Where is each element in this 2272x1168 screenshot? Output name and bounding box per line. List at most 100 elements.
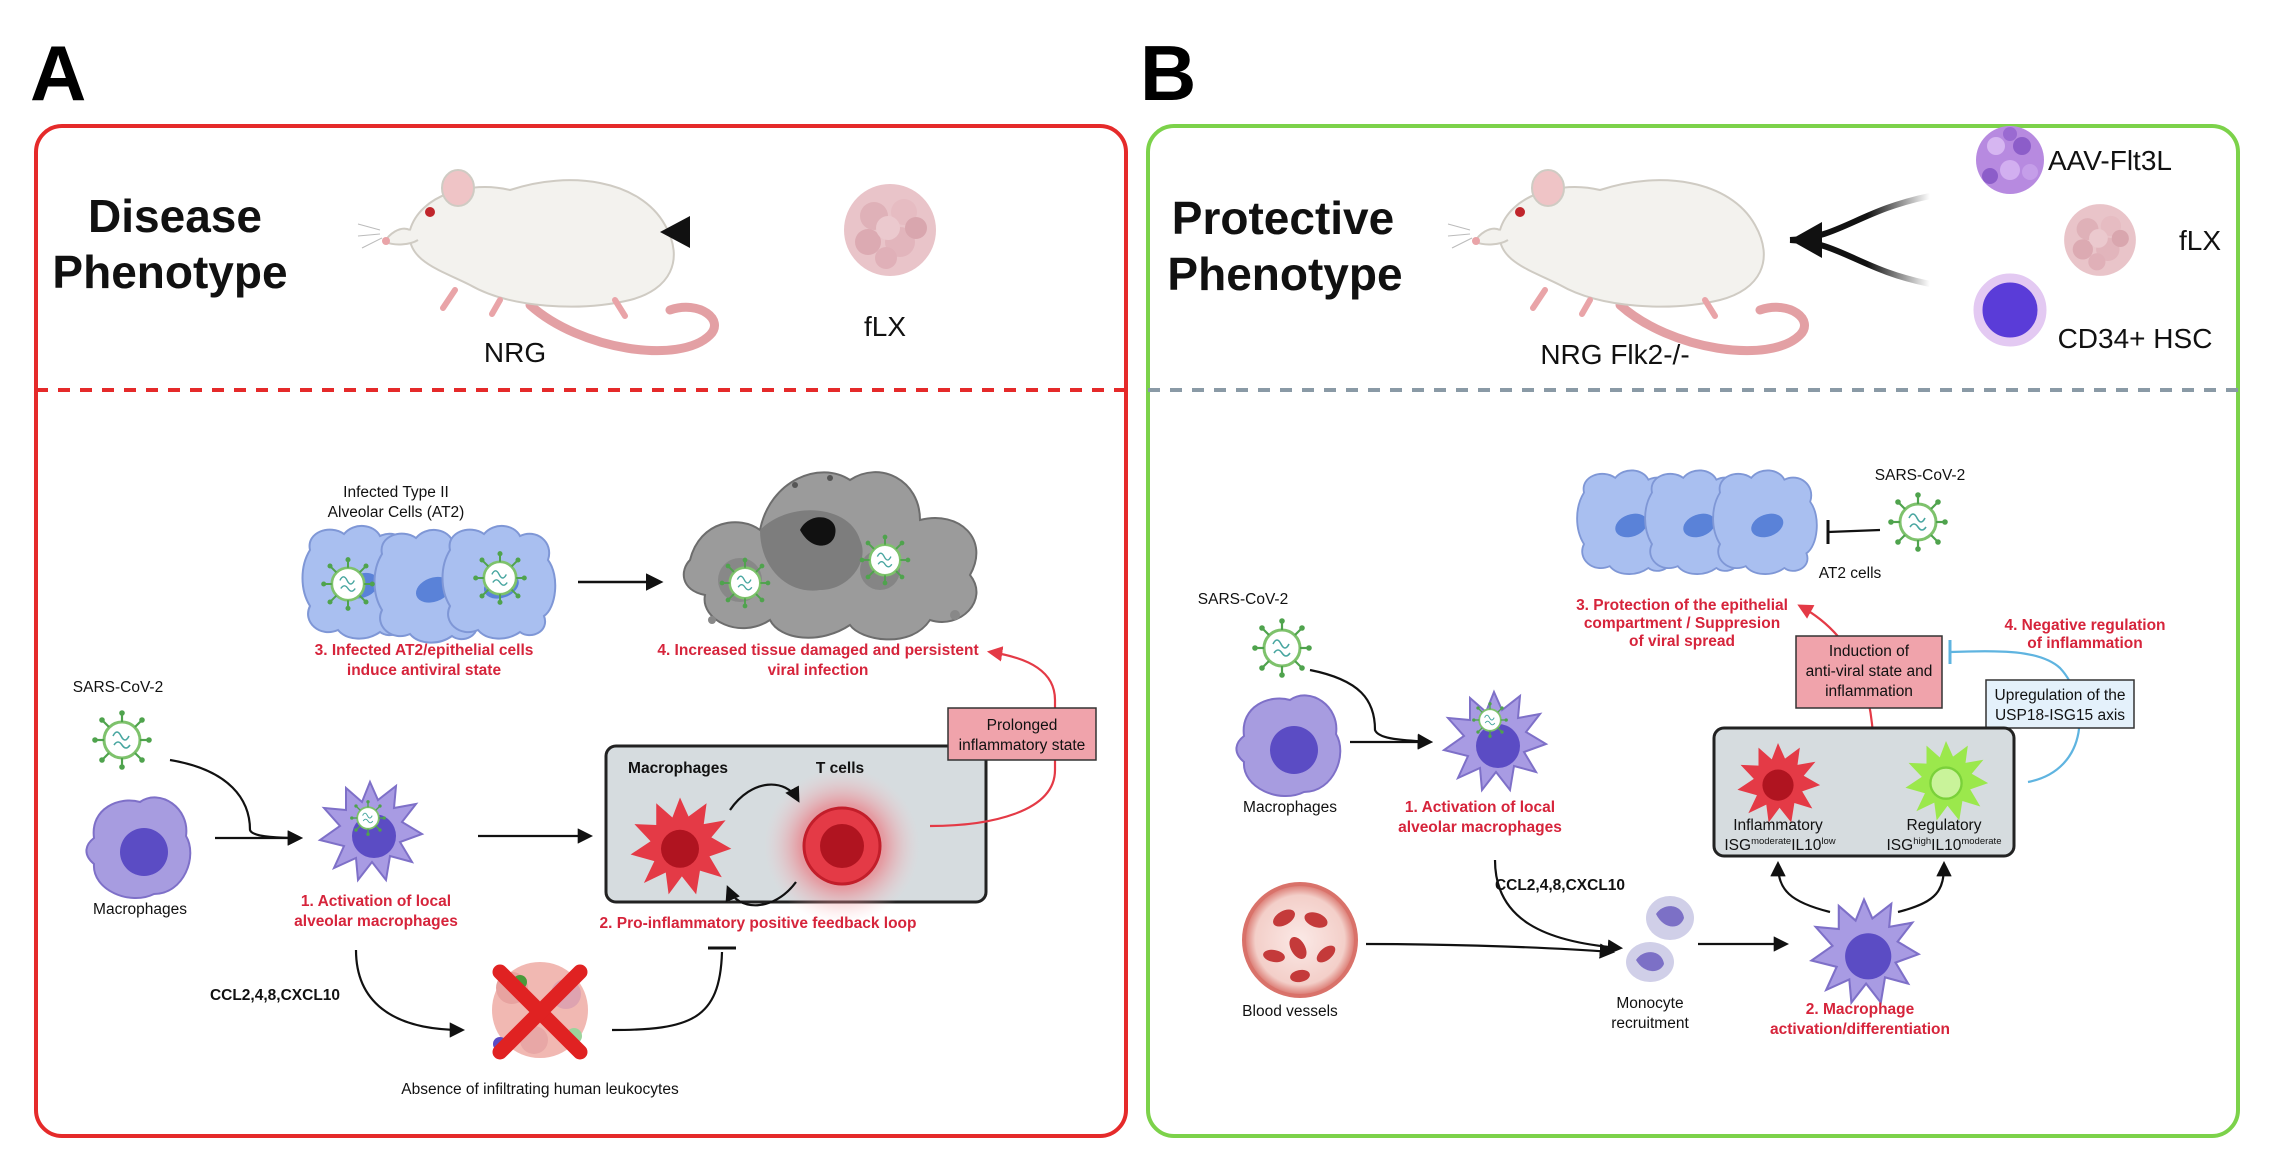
at2-label-line1: Infected Type II <box>343 484 449 501</box>
engulfed-virus-icon-a <box>349 799 387 837</box>
virus-label-a: SARS-CoV-2 <box>73 679 163 696</box>
mouse-nrg-label: NRG <box>484 337 546 368</box>
step3-line1-a: 3. Infected AT2/epithelial cells <box>315 642 534 659</box>
graft-arrowhead-a <box>660 216 690 248</box>
absence-label: Absence of infiltrating human leukocytes <box>401 1081 679 1098</box>
macrophages-label-b: Macrophages <box>1243 799 1337 816</box>
step4-line2-a: viral infection <box>768 662 869 679</box>
negative-regulation-line <box>1949 650 2081 784</box>
chemokines-a: CCL2,4,8,CXCL10 <box>210 987 340 1004</box>
step3-line2-b: compartment / Suppresion <box>1584 615 1780 632</box>
flx-tissue-icon-b <box>2064 204 2136 276</box>
monocyte-label-line1: Monocyte <box>1616 995 1683 1012</box>
arrow-chemokine-recruitment-b <box>1493 859 1624 955</box>
prolonged-state-box <box>947 707 1097 761</box>
step4-line1-b: 4. Negative regulation <box>2004 617 2165 634</box>
panel-a-letter: A <box>30 29 86 117</box>
arrow-blood-to-monocyte <box>1365 942 1616 959</box>
prolonged-line1: Prolonged <box>987 717 1058 734</box>
panel-b: B Protective Phenotype NRG Flk2-/- AAV-F… <box>1140 29 2240 1138</box>
prolonged-line2: inflammatory state <box>959 737 1086 754</box>
flx-label-a: fLX <box>864 311 906 342</box>
sars-cov-2-icon-b-top <box>1886 490 1950 554</box>
step1-line2-b: alveolar macrophages <box>1398 819 1562 836</box>
red-blood-cells <box>1263 909 1336 983</box>
upreg-line1: Upregulation of the <box>1995 687 2126 704</box>
chemokines-b: CCL2,4,8,CXCL10 <box>1495 877 1625 894</box>
macrophage-icon-a <box>85 796 192 900</box>
mouse-nrg-flk2-icon <box>1448 170 1804 351</box>
step4-line2-b: of inflammation <box>2027 635 2142 652</box>
arrow-chemokine-recruitment-a <box>354 949 466 1038</box>
activated-macrophage-icon-a <box>319 781 423 881</box>
monocyte-label-line2: recruitment <box>1611 1015 1689 1032</box>
panel-b-title-line1: Protective <box>1172 192 1394 244</box>
damaged-tissue-icon <box>682 471 978 641</box>
step2-a: 2. Pro-inflammatory positive feedback lo… <box>600 915 917 932</box>
virus-label-b-left: SARS-CoV-2 <box>1198 591 1288 608</box>
arrow-prolonged-to-damage <box>929 646 1057 828</box>
step4-line1-a: 4. Increased tissue damaged and persiste… <box>657 642 978 659</box>
upregulation-box <box>1985 679 2135 729</box>
upreg-line2: USP18-ISG15 axis <box>1995 707 2125 724</box>
induction-line2: anti-viral state and <box>1806 663 1933 680</box>
step2-line2-b: activation/differentiation <box>1770 1021 1950 1038</box>
step3-line3-b: of viral spread <box>1629 633 1735 650</box>
induction-line3: inflammation <box>1825 683 1913 700</box>
differentiated-macrophage-icon <box>1810 898 1920 1004</box>
arrow-to-regulatory <box>1897 860 1952 914</box>
panel-b-border <box>1146 124 2240 1138</box>
inhibition-line-virus <box>1827 528 1881 534</box>
step1-line1-a: 1. Activation of local <box>301 893 451 910</box>
mouse-nrg-icon <box>358 170 714 351</box>
activated-macrophage-icon-b <box>1443 691 1547 791</box>
blood-vessels-label: Blood vessels <box>1242 1003 1338 1020</box>
flx-label-b: fLX <box>2179 225 2221 256</box>
induction-box <box>1795 635 1943 709</box>
loop-arrow-bottom <box>725 881 797 907</box>
flx-tissue-icon <box>844 184 936 276</box>
tcell-nucleus <box>820 824 864 868</box>
monocyte-icon <box>1626 896 1694 982</box>
absent-leukocytes-icon <box>492 962 588 1060</box>
step1-line1-b: 1. Activation of local <box>1405 799 1555 816</box>
macrophage-icon-b <box>1235 694 1342 798</box>
cd34-hsc-icon <box>1973 273 2047 347</box>
at2-label-line2: Alveolar Cells (AT2) <box>328 504 465 521</box>
arrow-to-inflammatory <box>1770 860 1831 914</box>
at2-cells-b <box>1576 469 1818 575</box>
panel-a: A Disease Phenotype NRG fLX Infected Typ… <box>30 29 1128 1138</box>
panel-a-border <box>34 124 1128 1138</box>
inhibition-line-a <box>611 951 724 1032</box>
aav-flt3l-icon <box>1976 126 2044 194</box>
regulatory-markers: ISGhighIL10moderate <box>1887 836 2002 854</box>
macrophages-label-a: Macrophages <box>93 901 187 918</box>
at2-label-b: AT2 cells <box>1819 565 1882 582</box>
arrow-virus-to-macrophage-a <box>169 758 304 846</box>
mouse-nrg-flk2-label: NRG Flk2-/- <box>1540 339 1689 370</box>
inflammatory-label: Inflammatory <box>1733 817 1823 834</box>
loop-arrow-top <box>729 783 800 811</box>
step3-line1-b: 3. Protection of the epithelial <box>1576 597 1788 614</box>
step2-line1-b: 2. Macrophage <box>1806 1001 1915 1018</box>
box-macrophages-label: Macrophages <box>628 760 728 777</box>
arrow-virus-to-macrophage-b <box>1309 668 1434 749</box>
sars-cov-2-icon-a <box>90 708 154 772</box>
virus-label-b-top: SARS-CoV-2 <box>1875 467 1965 484</box>
aav-label: AAV-Flt3L <box>2048 145 2172 176</box>
panel-a-title-line2: Phenotype <box>52 246 287 298</box>
induction-line1: Induction of <box>1829 643 1910 660</box>
graft-arrowhead-b <box>1790 222 1822 258</box>
infected-at2-cells <box>301 524 557 644</box>
panel-b-title-line2: Phenotype <box>1167 248 1402 300</box>
inflammatory-markers: ISGmoderateIL10low <box>1724 836 1835 854</box>
step1-line2-a: alveolar macrophages <box>294 913 458 930</box>
regulatory-label: Regulatory <box>1907 817 1982 834</box>
panel-a-title-line1: Disease <box>88 190 262 242</box>
sars-cov-2-icon-b-left <box>1250 616 1314 680</box>
step3-line2-a: induce antiviral state <box>347 662 502 679</box>
hsc-label: CD34+ HSC <box>2058 323 2213 354</box>
engulfed-virus-icon-b <box>1471 701 1509 739</box>
panel-b-letter: B <box>1140 29 1196 117</box>
